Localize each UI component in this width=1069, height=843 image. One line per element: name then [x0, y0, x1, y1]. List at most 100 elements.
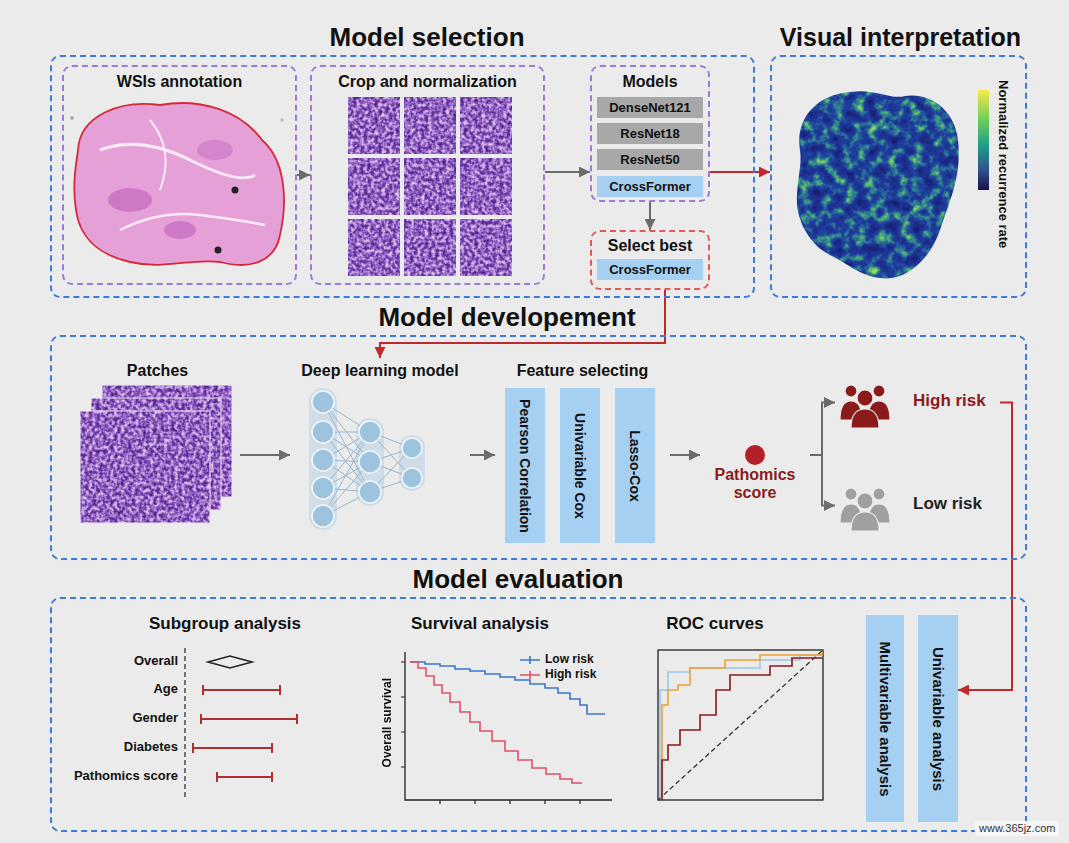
section-panel: Model developementPatchesDeep learning m…	[50, 335, 1027, 560]
network-node: Deep learning model	[290, 358, 470, 530]
box-heading: WSIs annotation	[64, 73, 295, 91]
legend-text: High risk	[545, 668, 596, 682]
step-box: WSIs annotation	[62, 65, 297, 285]
legend-samples	[520, 656, 540, 679]
wsi-tissue	[70, 83, 284, 265]
chart-title: Subgroup analysis	[145, 614, 305, 634]
flow-arrow	[958, 403, 1012, 691]
risk-group: Low risk	[835, 478, 1000, 533]
crop-patch-grid-part	[348, 97, 400, 154]
colorbar	[978, 90, 989, 190]
neural-network-part-part	[312, 421, 334, 443]
model-name: CrossFormer	[609, 179, 691, 194]
model-name: DenseNet121	[609, 100, 691, 115]
low-risk-people-icon-part	[851, 512, 879, 531]
crop-patch-grid-part	[348, 219, 400, 276]
crop-patch-grid-part	[404, 97, 456, 154]
high-risk-people-icon-part	[857, 390, 873, 406]
patch-stack	[80, 385, 232, 523]
legend-line-sample	[520, 656, 540, 664]
neural-network-part-part	[312, 505, 334, 527]
flow-arrow	[545, 171, 590, 173]
forest-plot	[185, 648, 297, 800]
crop-patch-grid-part	[348, 158, 400, 215]
survival-plot-part	[410, 662, 605, 714]
recurrence-heatmap-part	[797, 91, 959, 278]
row-label: Pathomics score	[55, 769, 178, 784]
method-name: Pearson Correlation	[517, 399, 533, 533]
high-risk-people-icon-part	[851, 409, 879, 428]
roc-plot-part	[658, 650, 823, 800]
roc-plot-part	[662, 652, 822, 798]
wsi-tissue-part	[150, 120, 166, 190]
box-heading: Patches	[75, 362, 240, 380]
crop-patch-grid-part	[404, 219, 456, 276]
survival-plot	[401, 652, 612, 804]
chart-title: ROC curves	[645, 614, 785, 634]
roc-plot-part	[662, 658, 822, 800]
wsi-tissue-part	[74, 103, 284, 265]
model-name: ResNet50	[620, 152, 679, 167]
neural-network	[309, 388, 425, 530]
forest-plot-part	[208, 656, 252, 668]
wsi-tissue-part	[197, 140, 233, 160]
high-risk-people-icon	[840, 385, 890, 428]
method-bar: Lasso-Cox	[615, 388, 655, 543]
flow-arrow	[240, 454, 290, 456]
watermark: www.365jz.com	[975, 821, 1059, 836]
panel-title: Model selection	[227, 23, 627, 53]
wsi-tissue-part	[100, 144, 255, 177]
neural-network-part-part	[312, 391, 334, 413]
panel-title: Model evaluation	[318, 565, 718, 595]
wsi-tissue-part	[164, 221, 196, 239]
neural-network-part	[399, 435, 425, 491]
box-heading: Select best	[592, 237, 708, 255]
low-risk-people-icon-part	[873, 488, 885, 500]
low-risk-people-icon-part	[845, 488, 857, 500]
roc-plot-part	[660, 655, 822, 798]
feature-group: Feature selectingPearson CorrelationUniv…	[495, 358, 670, 546]
legend-text: Low risk	[545, 653, 594, 667]
high-risk-people-icon-part	[873, 385, 885, 397]
neural-network-part	[312, 391, 422, 527]
box-heading: Crop and normalization	[312, 73, 543, 91]
low-risk-people-icon	[840, 488, 890, 531]
crop-patch-grid-part	[460, 97, 512, 154]
image-node: Patches	[75, 358, 240, 530]
wsi-tissue-part	[215, 247, 222, 254]
step-box: Crop and normalization	[310, 65, 545, 285]
neural-network-part-part	[359, 421, 381, 443]
analysis-name: Multivariable analysis	[876, 641, 893, 796]
row-label: Gender	[55, 711, 178, 726]
analysis-bar: Multivariable analysis	[866, 615, 904, 822]
forest-plot-part-part	[201, 714, 297, 724]
high-risk-people-icon-part	[845, 385, 857, 397]
model-bar: DenseNet121	[597, 97, 703, 118]
crop-patch-grid	[348, 97, 512, 276]
model-name: CrossFormer	[609, 262, 691, 277]
panel-title: Visual interpretation	[752, 23, 1049, 52]
crop-patch-grid-part	[460, 219, 512, 276]
method-name: Univariable Cox	[572, 413, 588, 519]
wsi-tissue-part	[281, 119, 284, 122]
neural-network-part-part	[402, 468, 422, 488]
panel-title: Model developement	[307, 303, 707, 333]
model-bar: ResNet50	[597, 149, 703, 170]
row-label: Age	[55, 682, 178, 697]
method-bar: Pearson Correlation	[505, 388, 545, 543]
flow-arrow	[810, 403, 835, 456]
neural-network-part	[309, 388, 337, 530]
chart-title: Survival analysis	[400, 614, 560, 634]
crop-patch-grid-part	[460, 158, 512, 215]
risk-label: High risk	[913, 391, 986, 411]
box-heading: Deep learning model	[290, 362, 470, 380]
model-bar: ResNet18	[597, 123, 703, 144]
axis-label: Overall survival	[381, 678, 395, 767]
neural-network-part	[356, 418, 384, 506]
row-label: Overall	[55, 654, 178, 669]
patch-stack-part	[80, 411, 210, 523]
flow-arrow	[810, 455, 835, 506]
analysis-name: Univariable analysis	[929, 646, 946, 790]
forest-plot-part	[193, 685, 297, 782]
wsi-tissue-part	[108, 188, 152, 212]
